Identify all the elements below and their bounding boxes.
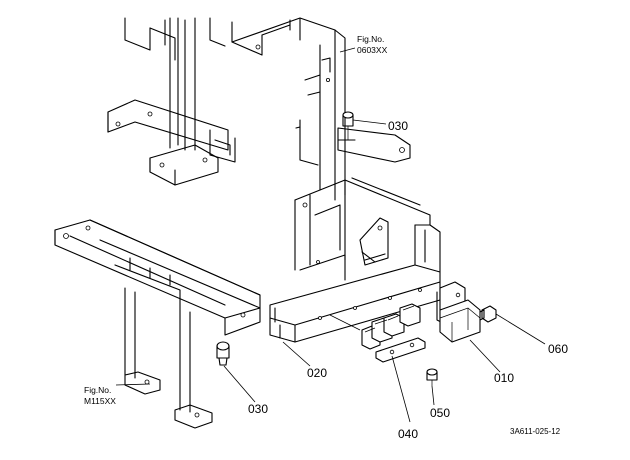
left-arm-bracket bbox=[107, 99, 236, 186]
part-label-030-upper: 030 bbox=[388, 119, 408, 133]
inner-bracket bbox=[359, 217, 389, 266]
relay-block bbox=[329, 303, 421, 350]
bolt-030-lower bbox=[216, 341, 230, 366]
figure-ref-bottom-line1: Fig.No. bbox=[84, 385, 111, 395]
part-label-030-lower: 030 bbox=[248, 402, 268, 416]
support-legs bbox=[124, 287, 213, 429]
part-label-040: 040 bbox=[398, 427, 418, 441]
figure-ref-top: Fig.No. 0603XX bbox=[357, 34, 388, 55]
part-label-010: 010 bbox=[494, 371, 514, 385]
main-box-frame bbox=[294, 177, 431, 281]
figure-ref-bottom: Fig.No. M115XX bbox=[84, 385, 116, 406]
part-label-060: 060 bbox=[548, 342, 568, 356]
vertical-post bbox=[231, 17, 346, 261]
component-010 bbox=[436, 281, 481, 343]
leader-lines bbox=[115, 47, 546, 423]
bolt-060 bbox=[479, 305, 497, 323]
base-plate bbox=[269, 224, 441, 343]
drawing-code: 3A611-025-12 bbox=[510, 427, 561, 436]
upper-frame bbox=[124, 17, 291, 151]
figure-ref-top-line2: 0603XX bbox=[357, 45, 388, 55]
left-beam bbox=[54, 219, 261, 336]
figure-ref-top-line1: Fig.No. bbox=[357, 34, 384, 44]
screw-050 bbox=[426, 368, 438, 386]
relay-bracket bbox=[375, 337, 426, 363]
bolt-030-upper bbox=[342, 111, 354, 140]
figure-ref-bottom-line2: M115XX bbox=[84, 396, 116, 406]
side-plate bbox=[337, 127, 411, 163]
part-label-020: 020 bbox=[307, 366, 327, 380]
part-label-050: 050 bbox=[430, 406, 450, 420]
